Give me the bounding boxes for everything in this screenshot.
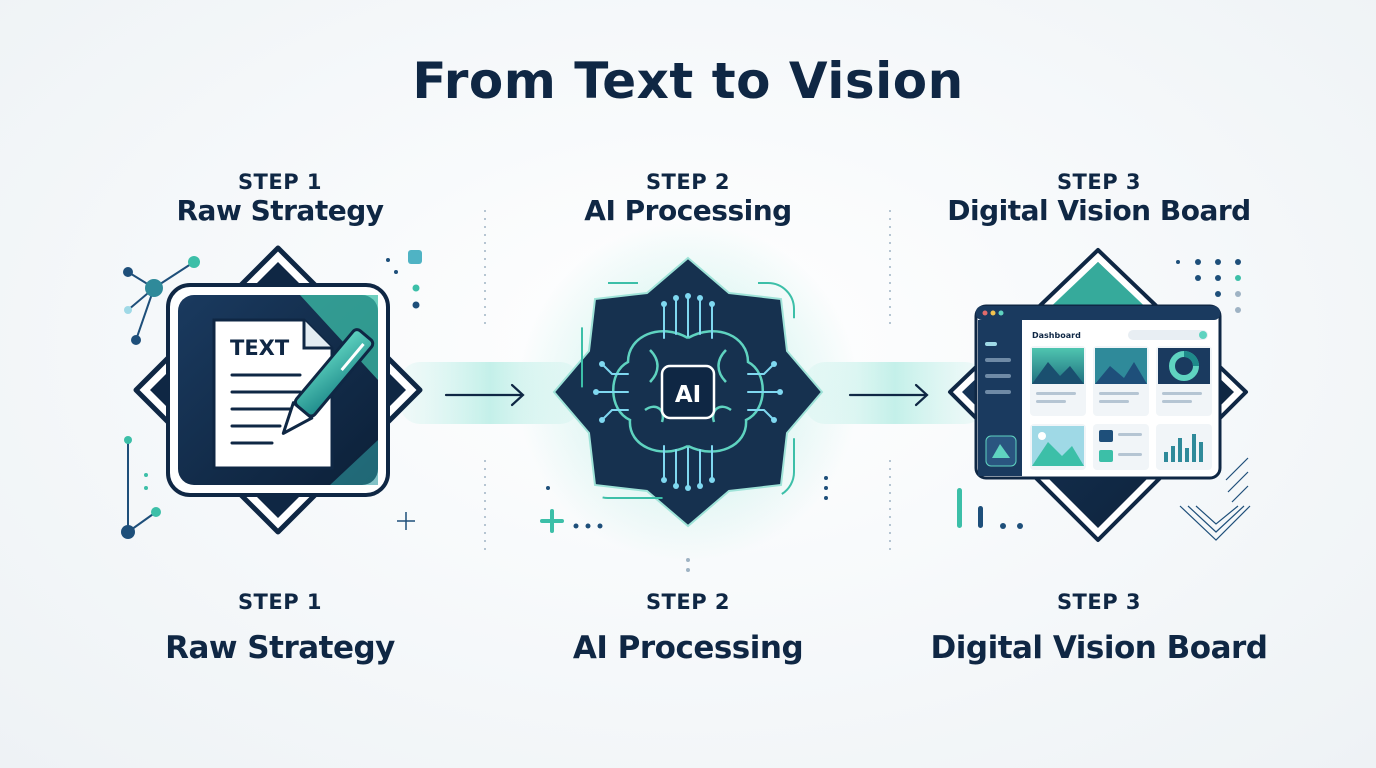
arrow-right-icon <box>848 383 929 407</box>
page-title: From Text to Vision <box>412 52 964 110</box>
step-1-top-label: STEP 1 Raw Strategy <box>80 170 480 227</box>
document-pen-icon: TEXT <box>133 245 423 535</box>
step-1-number: STEP 1 <box>237 170 323 194</box>
step-2-number-bottom: STEP 2 <box>645 590 731 614</box>
doc-text-label: TEXT <box>230 336 290 360</box>
step-3-name-bottom: Digital Vision Board <box>930 630 1268 666</box>
ai-chip-label: AI <box>675 382 701 408</box>
divider-lines <box>484 210 891 550</box>
step-3-name: Digital Vision Board <box>947 194 1251 227</box>
step-1-number-bottom: STEP 1 <box>237 590 323 614</box>
sparkle-dots-icon <box>540 476 828 572</box>
step-3-number: STEP 3 <box>1056 170 1142 194</box>
sparkle-dots-icon <box>957 259 1251 541</box>
step-2-name: AI Processing <box>584 194 792 227</box>
network-nodes-icon <box>123 256 200 345</box>
step-2-name-bottom: AI Processing <box>572 630 804 666</box>
step-2-number: STEP 2 <box>645 170 731 194</box>
dashboard-label: Dashboard <box>1032 331 1081 340</box>
step-3-number-bottom: STEP 3 <box>1056 590 1142 614</box>
dashboard-window-icon: Dashboard <box>948 248 1248 542</box>
ai-brain-chip-icon: AI <box>552 256 824 528</box>
sparkle-dots-icon <box>386 250 422 530</box>
network-nodes-icon <box>121 436 161 539</box>
step-1-bottom-label: STEP 1 Raw Strategy <box>80 590 480 666</box>
step-2-bottom-label: STEP 2 AI Processing <box>488 590 888 666</box>
step-2-top-label: STEP 2 AI Processing <box>488 170 888 227</box>
step-1-name: Raw Strategy <box>176 194 385 227</box>
step-3-bottom-label: STEP 3 Digital Vision Board <box>899 590 1299 666</box>
step-1-name-bottom: Raw Strategy <box>165 630 395 666</box>
step-3-top-label: STEP 3 Digital Vision Board <box>899 170 1299 227</box>
